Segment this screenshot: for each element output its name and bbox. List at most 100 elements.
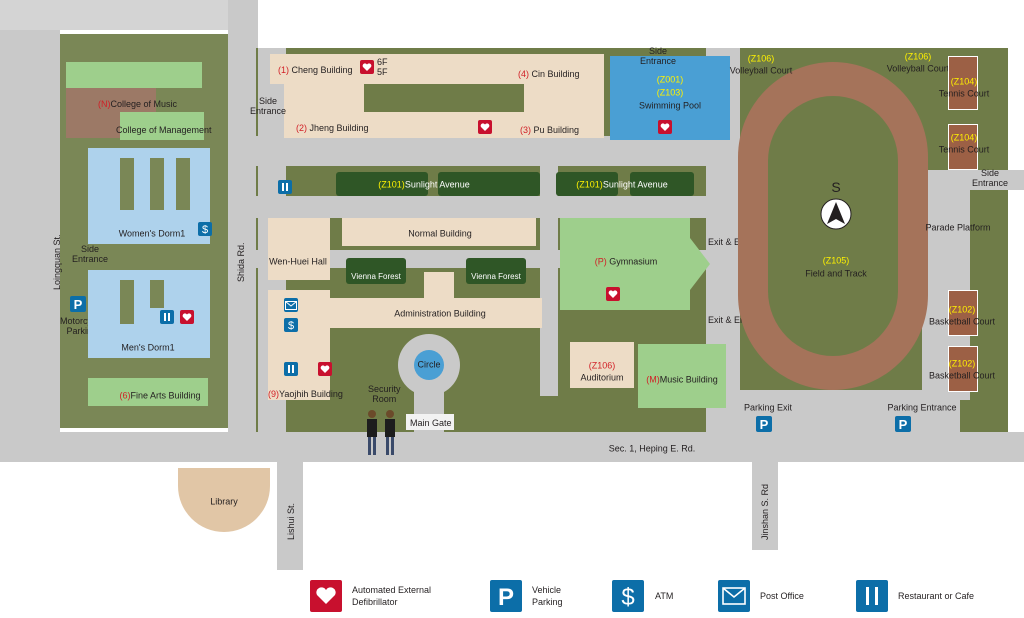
- floor-5f: 5F: [377, 67, 388, 77]
- lishui-road-label: Lishui St.: [286, 502, 296, 540]
- sunlight-avenue-label-1: (Z101)Sunlight Avenue: [378, 179, 470, 190]
- vienna-forest-2: [466, 258, 526, 284]
- college-music-block: [66, 62, 202, 88]
- aed-icon-pool: [658, 120, 672, 134]
- restaurant-icon-2: [278, 180, 292, 194]
- pu-label: (3) Pu Building: [520, 125, 580, 135]
- basketball-court-2: [948, 346, 978, 392]
- sunlight-avenue-1b: [438, 172, 540, 196]
- legend-aed-label: Automated External Defibrillator: [352, 585, 432, 607]
- tennis-code-2: (Z104): [950, 132, 978, 143]
- legend-parking-label: Vehicle Parking: [532, 585, 563, 607]
- aed-icon-yaojhih: [318, 362, 332, 376]
- aed-icon-pu: [478, 120, 492, 134]
- college-management-label: College of Management: [116, 125, 212, 135]
- music-building: [638, 344, 726, 408]
- legend-restaurant-label: Restaurant or Cafe: [898, 591, 975, 601]
- yaojhih-label: (9)Yaojhih Building: [268, 389, 343, 399]
- parking-exit-label: Parking Exit: [743, 402, 793, 413]
- cheng-label: (1) Cheng Building: [278, 65, 353, 75]
- library-label: Library: [210, 496, 238, 507]
- legend-parking-icon: P: [490, 580, 522, 612]
- legend-aed-icon: [310, 580, 342, 612]
- side-entrance-east-label: Side Entrance: [972, 168, 1009, 188]
- pool-label: Swimming Pool: [638, 100, 702, 111]
- auditorium: [570, 342, 634, 388]
- legend-restaurant-icon: [856, 580, 888, 612]
- motorcycle-parking-label: Motorcycle Parking: [60, 316, 104, 336]
- gym-label: (P) Gymnasium: [594, 256, 658, 267]
- road-shida: [228, 0, 258, 434]
- volleyball-code-2: (Z106): [904, 51, 932, 62]
- aed-icon: [180, 310, 194, 324]
- gymnasium: [560, 218, 690, 310]
- basketball-code-2: (Z102): [948, 358, 976, 369]
- legend-atm-icon: $: [612, 580, 644, 612]
- svg-text:$: $: [202, 224, 208, 235]
- floor-6f: 6F: [377, 57, 388, 67]
- parking-entrance-label: Parking Entrance: [887, 402, 957, 413]
- basketball-court-1: [948, 290, 978, 336]
- basketball-code-1: (Z102): [948, 304, 976, 315]
- shida-road-label: Shida Rd.: [236, 242, 246, 282]
- circle-label: Circle: [417, 359, 441, 370]
- sunlight-avenue-label-2: (Z101)Sunlight Avenue: [576, 179, 668, 190]
- heping-road-label: Sec. 1, Heping E. Rd.: [608, 443, 696, 454]
- volleyball-label-2: Volleyball Court: [886, 63, 950, 74]
- volleyball-code-1: (Z106): [747, 53, 775, 64]
- post-office-icon: [284, 298, 298, 312]
- svg-text:$: $: [288, 320, 294, 331]
- volleyball-label-1: Volleyball Court: [729, 65, 793, 76]
- loingquan-road-label: Loingquan St.: [52, 234, 62, 290]
- aed-icon-cheng: [360, 60, 374, 74]
- wenhuei-hall: [268, 218, 330, 280]
- security-room-label: Security Room: [368, 384, 401, 404]
- college-management-building: [120, 112, 204, 140]
- parking-icon: P: [70, 296, 86, 312]
- legend-post-label: Post Office: [760, 591, 804, 601]
- legend-atm-label: ATM: [655, 591, 674, 601]
- normal-building-label: Normal Building: [408, 228, 472, 239]
- vienna-forest-1: [346, 258, 406, 284]
- circle-center: [414, 350, 444, 380]
- tennis-label-1: Tennis Court: [938, 88, 990, 99]
- vienna-forest-label-1: Vienna Forest: [351, 272, 401, 281]
- svg-text:$: $: [621, 584, 634, 609]
- pool-code-2: (Z103): [656, 87, 684, 98]
- atm-icon-2: $: [284, 318, 298, 332]
- cin-label: (4) Cin Building: [518, 69, 580, 79]
- mens-dorm-label: Men's Dorm1: [121, 342, 175, 353]
- field-label: Field and Track: [805, 268, 867, 279]
- jinshan-road-label: Jinshan S. Rd: [760, 483, 770, 540]
- jheng-building: [284, 84, 364, 138]
- side-entrance-west-label: Side Entrance: [250, 96, 287, 116]
- road-jinshan: [752, 460, 778, 550]
- aed-icon-gym: [606, 287, 620, 301]
- field-code: (Z105): [822, 255, 850, 266]
- tennis-court-2: [948, 124, 978, 170]
- svg-text:P: P: [498, 584, 514, 608]
- sunlight-avenue-2: [556, 172, 618, 196]
- fine-arts-label: (6)Fine Arts Building: [119, 390, 201, 401]
- tennis-label-2: Tennis Court: [938, 144, 990, 155]
- vienna-forest-label-2: Vienna Forest: [471, 272, 521, 281]
- compass-icon: [820, 198, 852, 230]
- sunlight-avenue-1: [336, 172, 428, 196]
- west-side-entrance-label: Side Entrance: [72, 244, 109, 264]
- yaojhih-building: [268, 290, 330, 400]
- parking-icon-exit: P: [756, 416, 772, 432]
- womens-dorm-label: Women's Dorm1: [118, 228, 186, 239]
- road-heping: [0, 432, 1024, 462]
- svg-text:P: P: [899, 417, 908, 431]
- svg-text:P: P: [760, 417, 769, 431]
- atm-icon: $: [198, 222, 212, 236]
- road-west-diagonal: [0, 18, 60, 434]
- fine-arts-building: [88, 378, 208, 406]
- auditorium-code: (Z106): [588, 360, 616, 371]
- admin-label: Administration Building: [394, 308, 486, 319]
- sunlight-avenue-2b: [630, 172, 694, 196]
- restaurant-icon: [160, 310, 174, 324]
- svg-text:P: P: [74, 297, 83, 311]
- administration-building: [328, 298, 542, 328]
- parking-icon-entrance: P: [895, 416, 911, 432]
